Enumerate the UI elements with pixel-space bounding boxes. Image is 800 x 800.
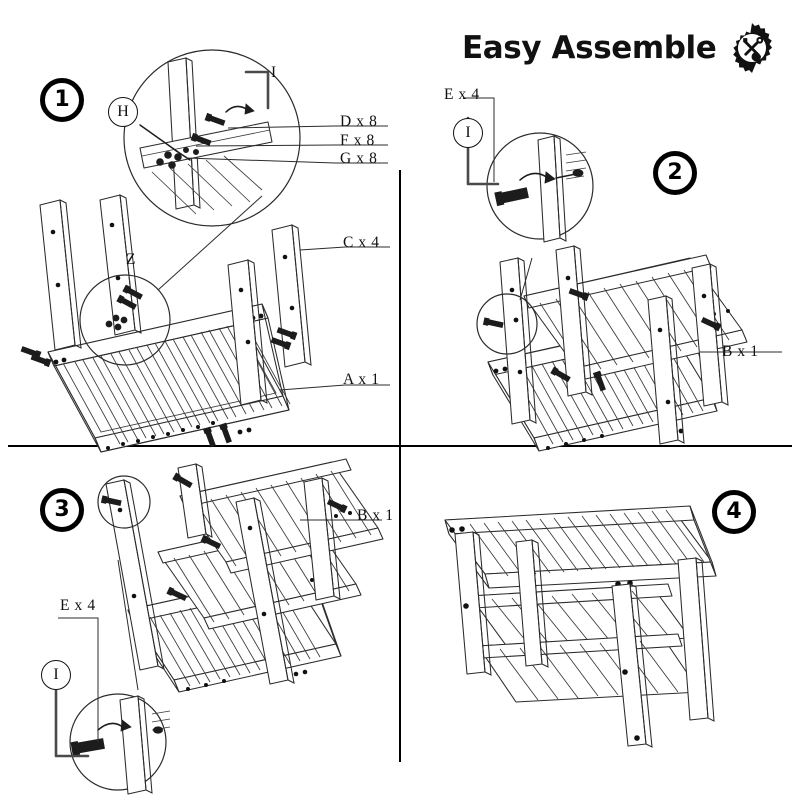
leg-part-c-1 xyxy=(39,199,82,351)
tool-tag-i-panel2-label: I xyxy=(465,124,471,141)
leader-g xyxy=(185,157,388,164)
step-badge-3: 3 xyxy=(40,488,84,532)
magnified-detail-content xyxy=(139,57,273,215)
step-badge-4: 4 xyxy=(712,490,756,534)
step-badge-1: 1 xyxy=(40,78,84,122)
tool-tag-h: H xyxy=(108,97,138,127)
part-label-b-panel2: B x 1 xyxy=(722,343,759,360)
panel2-magnified-content xyxy=(494,135,587,243)
tool-i-allen-key-panel1 xyxy=(244,70,270,110)
tool-tag-i-panel3: I xyxy=(41,660,71,690)
panel2-leader-e xyxy=(463,97,495,182)
step-number-2: 2 xyxy=(667,160,683,185)
panel3-detail-circle-small xyxy=(97,475,151,529)
page-title: Easy Assemble xyxy=(462,29,717,66)
title-block: Easy Assemble xyxy=(462,23,778,73)
panel2-legs xyxy=(499,245,729,445)
part-label-c: C x 4 xyxy=(343,234,380,251)
tool-tag-i-panel2: I xyxy=(453,118,483,148)
detail-label-z: Z xyxy=(126,251,137,268)
panel2-leader-detail xyxy=(519,257,533,301)
panel1-artwork xyxy=(20,49,390,453)
leg-part-c-4 xyxy=(271,224,312,368)
step-number-1: 1 xyxy=(54,87,70,112)
base-frame-holes xyxy=(53,313,264,450)
panel3-leader-e xyxy=(58,617,99,742)
part-label-f: F x 8 xyxy=(340,132,375,149)
part-label-e-panel2: E x 4 xyxy=(444,86,480,103)
tool-i-allen-key-panel3 xyxy=(54,688,90,758)
part-label-g: G x 8 xyxy=(340,150,378,167)
panel2-artwork xyxy=(463,97,782,452)
panel4-artwork xyxy=(444,505,717,748)
step-number-4: 4 xyxy=(726,499,742,524)
part-label-e-panel3: E x 4 xyxy=(60,597,96,614)
panel2-detail-bolt xyxy=(482,317,504,329)
part-label-a: A x 1 xyxy=(343,371,380,388)
detail-circle-z xyxy=(79,274,171,366)
bench-legs xyxy=(454,531,715,748)
leader-a xyxy=(279,384,390,391)
panel3-artwork xyxy=(54,458,384,795)
gear-tools-icon xyxy=(733,23,773,73)
panel3-magnified-circle xyxy=(69,693,167,791)
leader-c xyxy=(299,246,390,251)
panel3-magnified-content xyxy=(70,695,171,795)
magnified-detail-circle xyxy=(123,49,301,227)
part-label-d: D x 8 xyxy=(340,113,378,130)
leader-z-to-magnifier xyxy=(157,195,263,291)
panel1-hardware-cluster xyxy=(105,314,128,331)
tool-label-i-panel1: I xyxy=(271,64,277,81)
leader-d xyxy=(227,125,388,129)
leader-f xyxy=(195,144,388,147)
panel3-leader-detail xyxy=(117,559,139,691)
step-number-3: 3 xyxy=(54,497,70,522)
panel2-magnified-circle xyxy=(486,132,594,240)
tool-tag-i-panel3-label: I xyxy=(53,666,59,683)
leg-part-c-3 xyxy=(227,259,268,406)
panel2-detail-circle-small xyxy=(476,293,538,355)
step-badge-2: 2 xyxy=(653,151,697,195)
tool-tag-h-label: H xyxy=(117,103,129,120)
part-label-b-panel3: B x 1 xyxy=(357,507,394,524)
